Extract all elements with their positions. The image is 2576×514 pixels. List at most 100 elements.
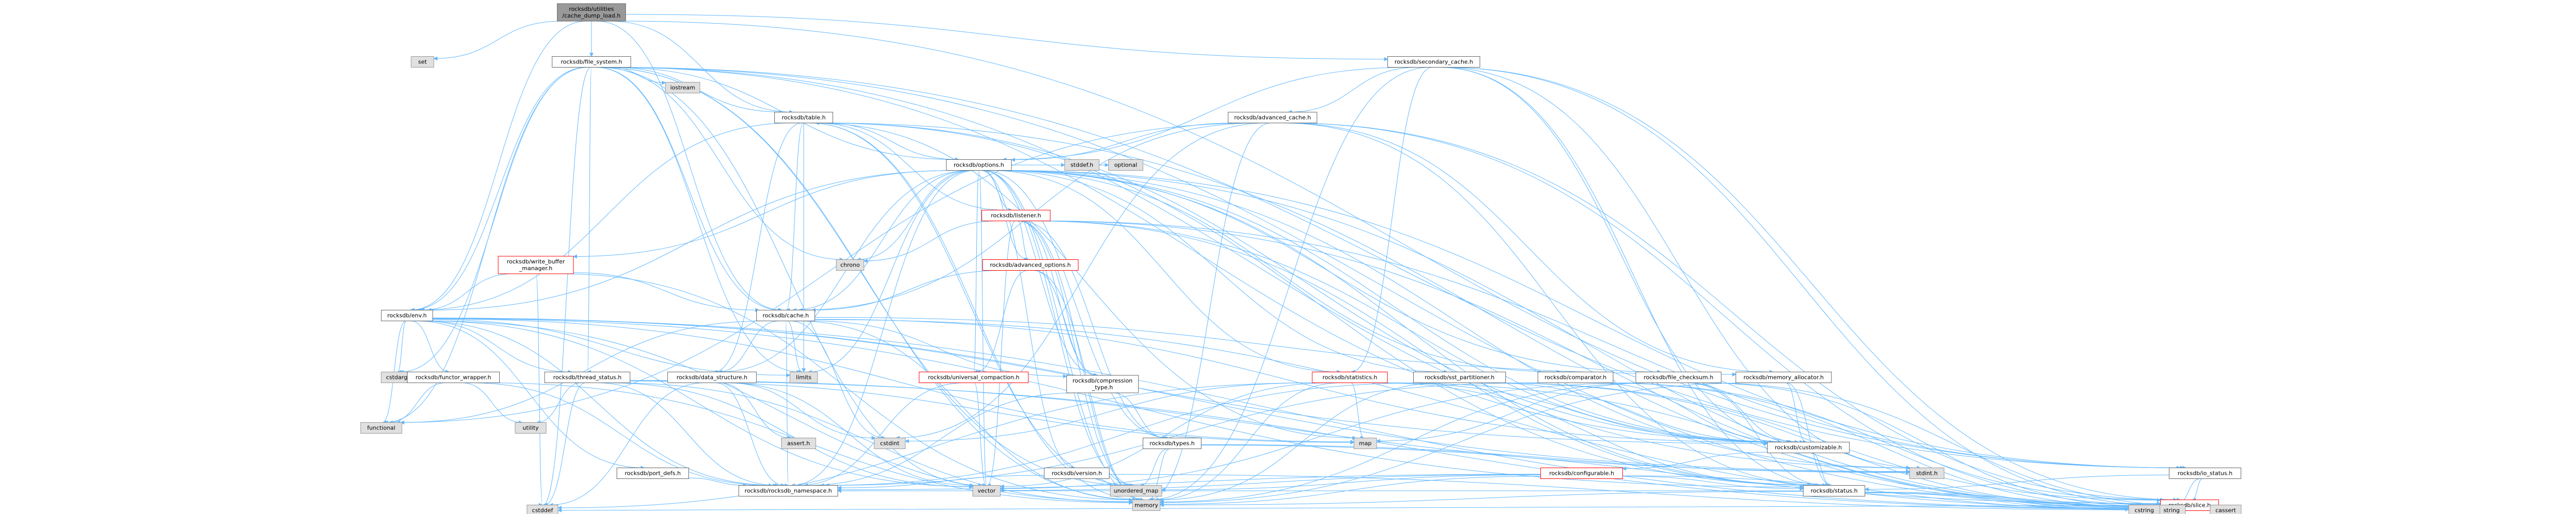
node-box <box>1228 112 1317 123</box>
edge-table-to-data-structure <box>713 123 802 374</box>
node-label: set <box>418 59 427 65</box>
node-universal-compaction[interactable]: rocksdb/universal_compaction.h <box>919 372 1029 383</box>
edge-listener-to-types <box>1020 221 1169 440</box>
edge-sst-partitioner-to-customizable <box>1486 383 1782 444</box>
node-vector: vector <box>972 485 1001 496</box>
node-label: rocksdb/cache.h <box>762 312 809 319</box>
node-table[interactable]: rocksdb/table.h <box>774 112 833 123</box>
node-label: rocksdb/env.h <box>387 312 427 319</box>
node-label: /cache_dump_load.h <box>563 12 621 19</box>
edge-thread-status-to-memory <box>611 383 1133 504</box>
node-types[interactable]: rocksdb/types.h <box>1143 438 1201 449</box>
edge-functor-wrapper-to-utility <box>462 383 523 425</box>
node-assert: assert.h <box>781 438 816 449</box>
node-data-structure[interactable]: rocksdb/data_structure.h <box>667 372 757 383</box>
edge-listener-to-memory <box>1018 221 1145 502</box>
node-box <box>544 372 631 383</box>
node-io-status[interactable]: rocksdb/io_status.h <box>2168 468 2242 479</box>
node-label: string <box>2163 507 2180 514</box>
node-file-system[interactable]: rocksdb/file_system.h <box>552 56 631 68</box>
edge-options-to-rocksdb-namespace <box>791 170 976 488</box>
node-box <box>982 259 1079 271</box>
edge-env-to-rocksdb-namespace <box>418 321 777 488</box>
edge-advanced-cache-to-memory-allocator <box>1283 123 1774 374</box>
node-env[interactable]: rocksdb/env.h <box>381 310 433 321</box>
node-box <box>1108 159 1143 171</box>
node-box <box>1537 372 1614 383</box>
node-listener[interactable]: rocksdb/listener.h <box>981 210 1050 221</box>
node-label: vector <box>978 488 996 494</box>
node-functor-wrapper[interactable]: rocksdb/functor_wrapper.h <box>407 372 500 383</box>
edge-secondary-cache-to-customizable <box>1439 67 1804 444</box>
node-box <box>1413 372 1506 383</box>
node-box <box>774 112 833 123</box>
node-box <box>2128 505 2160 514</box>
node-compression-type[interactable]: rocksdb/compression_type.h <box>1066 375 1139 393</box>
edge-status-to-string <box>1865 492 2159 512</box>
node-label: stddef.h <box>1071 162 1093 169</box>
edge-version-to-string <box>1109 474 2159 512</box>
node-advanced-cache[interactable]: rocksdb/advanced_cache.h <box>1228 112 1317 123</box>
node-label: rocksdb/listener.h <box>991 212 1041 219</box>
edge-configurable-to-vector <box>999 474 1541 493</box>
node-configurable[interactable]: rocksdb/configurable.h <box>1540 468 1623 479</box>
edge-statistics-to-status <box>1372 383 1812 488</box>
edge-file-system-to-cstdarg <box>399 67 588 374</box>
edge-listener-to-status <box>1032 221 1819 488</box>
edge-customizable-to-status <box>1811 453 1832 488</box>
node-label: optional <box>1114 162 1138 169</box>
edge-table-to-env <box>417 123 793 312</box>
edge-io-status-to-slice <box>2192 478 2203 502</box>
node-advanced-options[interactable]: rocksdb/advanced_options.h <box>982 259 1079 271</box>
node-status[interactable]: rocksdb/status.h <box>1803 485 1866 496</box>
edge-file-system-to-cstddef <box>543 67 591 507</box>
node-label: chrono <box>840 262 860 269</box>
node-cache[interactable]: rocksdb/cache.h <box>756 310 815 321</box>
edge-write-buffer-manager-to-memory <box>558 273 1133 502</box>
node-box <box>381 310 433 321</box>
node-box <box>1044 468 1110 479</box>
edge-file-checksum-to-cassert <box>1701 383 2211 509</box>
edge-functor-wrapper-to-functional <box>388 383 446 425</box>
edge-sst-partitioner-to-slice <box>1490 383 2161 503</box>
node-secondary-cache[interactable]: rocksdb/secondary_cache.h <box>1387 56 1480 68</box>
node-thread-status[interactable]: rocksdb/thread_status.h <box>544 372 631 383</box>
edge-listener-to-chrono <box>863 221 998 263</box>
node-label: iostream <box>670 85 695 91</box>
edge-configurable-to-unordered-map <box>1161 474 1541 492</box>
node-box <box>360 422 402 434</box>
node-label: rocksdb/table.h <box>782 114 825 121</box>
node-comparator[interactable]: rocksdb/comparator.h <box>1537 372 1614 383</box>
edge-thread-status-to-vector <box>606 383 974 489</box>
edge-file-system-to-cache <box>596 67 782 312</box>
edge-universal-compaction-to-vector <box>974 383 987 488</box>
node-memory-allocator[interactable]: rocksdb/memory_allocator.h <box>1735 372 1832 383</box>
edge-data-structure-to-cstddef <box>549 383 705 507</box>
edge-env-to-map <box>432 319 1354 444</box>
node-label: rocksdb/advanced_options.h <box>990 262 1071 269</box>
node-sst-partitioner[interactable]: rocksdb/sst_partitioner.h <box>1413 372 1506 383</box>
edges <box>382 14 2219 512</box>
edge-env-to-string <box>432 318 2159 511</box>
node-label: rocksdb/functor_wrapper.h <box>416 374 492 381</box>
node-label: rocksdb/write_buffer <box>507 258 565 265</box>
node-box <box>616 468 689 479</box>
node-file-checksum[interactable]: rocksdb/file_checksum.h <box>1635 372 1722 383</box>
edge-env-to-functor-wrapper <box>411 321 450 374</box>
node-chrono: chrono <box>836 259 865 271</box>
node-statistics[interactable]: rocksdb/statistics.h <box>1312 372 1388 383</box>
node-options[interactable]: rocksdb/options.h <box>946 159 1012 171</box>
edge-compression-type-to-rocksdb-namespace <box>803 392 1077 488</box>
node-root[interactable]: rocksdb/utilities/cache_dump_load.h <box>557 3 626 22</box>
edge-functor-wrapper-to-rocksdb-namespace <box>469 383 773 488</box>
edge-statistics-to-map <box>1351 383 1365 440</box>
edge-advanced-cache-to-options <box>1011 123 1239 162</box>
node-rocksdb-namespace[interactable]: rocksdb/rocksdb_namespace.h <box>738 485 838 496</box>
node-version[interactable]: rocksdb/version.h <box>1044 468 1110 479</box>
edge-advanced-cache-to-string <box>1285 123 2160 507</box>
node-write-buffer-manager[interactable]: rocksdb/write_buffer_manager.h <box>498 256 574 274</box>
node-customizable[interactable]: rocksdb/customizable.h <box>1767 442 1850 453</box>
node-box <box>1143 438 1201 449</box>
node-port-defs[interactable]: rocksdb/port_defs.h <box>616 468 689 479</box>
